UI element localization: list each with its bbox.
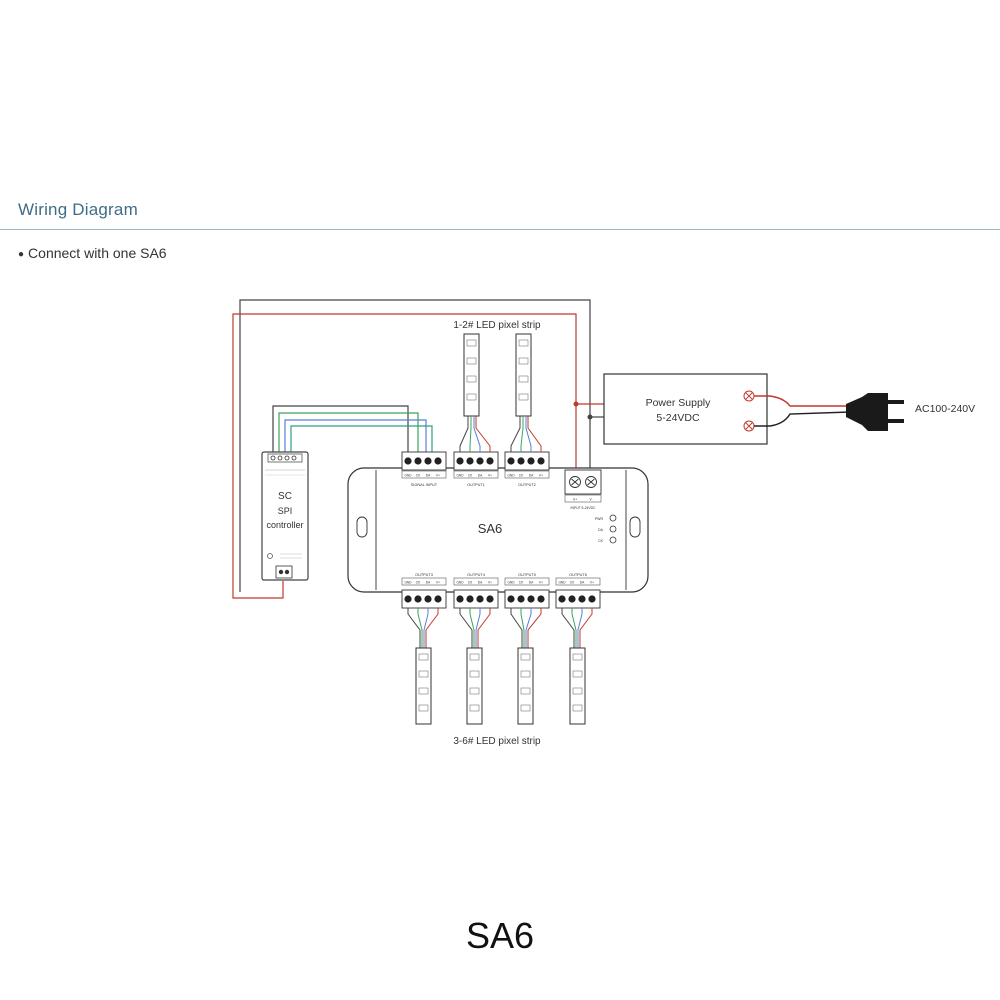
bullet-icon: ● — [18, 249, 25, 260]
ac-input-label: AC100-240V — [915, 403, 975, 415]
led-pwr-label: PWR — [595, 517, 604, 521]
power-wires — [232, 299, 591, 599]
signal-wires — [272, 405, 433, 456]
spi-controller: SC SPI controller — [261, 451, 309, 581]
output4-pin-v: V+ — [488, 581, 492, 585]
ac-plug-icon — [846, 393, 904, 431]
signal-input-pin-v: V+ — [436, 474, 440, 478]
output4-pin-gnd: GND — [456, 581, 464, 585]
terminal-output-1: GND CK DA V+ OUTPUT1 — [453, 451, 499, 487]
output2-pin-gnd: GND — [507, 474, 515, 478]
output5-pin-gnd: GND — [507, 581, 515, 585]
power-supply-voltage: 5-24VDC — [656, 412, 700, 424]
caption: SA6 — [465, 915, 535, 956]
mount-hole-left — [356, 516, 368, 538]
led-strip-1 — [459, 333, 491, 452]
output1-pin-gnd: GND — [456, 474, 464, 478]
signal-wire-green — [278, 412, 419, 456]
controller-led — [267, 553, 273, 559]
signal-input-pin-gnd: GND — [404, 474, 412, 478]
connection-note: ●Connect with one SA6 — [18, 245, 167, 261]
terminal-output-4: OUTPUT4 GND CK DA V+ — [453, 573, 499, 609]
terminal-signal-input: GND CK DA V+ SIGNAL INPUT — [401, 451, 447, 487]
ac-wire-live — [754, 395, 850, 407]
output3-pin-gnd: GND — [404, 581, 412, 585]
terminal-output-6: OUTPUT6 GND CK DA V+ — [555, 573, 601, 609]
output1-pin-da: DA — [478, 474, 483, 478]
terminal-power-input: V+ V- INPUT 5-24VDC — [564, 469, 602, 510]
top-strip-label: 1-2# LED pixel strip — [453, 320, 541, 331]
power-input-label: INPUT 5-24VDC — [571, 506, 597, 510]
controller-label-3: controller — [266, 520, 303, 530]
output1-pin-ck: CK — [468, 474, 473, 478]
sa6-device: SA6 PWR DA CK — [347, 467, 649, 593]
output6-pin-da: DA — [580, 581, 585, 585]
output2-pin-v: V+ — [539, 474, 543, 478]
ac-wires — [754, 395, 851, 427]
output6-pin-v: V+ — [590, 581, 594, 585]
output4-pin-da: DA — [478, 581, 483, 585]
led-strip-3 — [407, 608, 439, 725]
terminal-output-3: OUTPUT3 GND CK DA V+ — [401, 573, 447, 609]
red-power-wire — [232, 313, 577, 599]
output6-label: OUTPUT6 — [569, 573, 587, 577]
power-supply: Power Supply 5-24VDC — [603, 373, 768, 445]
output4-pin-ck: CK — [468, 581, 473, 585]
power-pin-vminus: V- — [589, 498, 592, 502]
device-label: SA6 — [478, 521, 503, 536]
output6-pin-ck: CK — [570, 581, 575, 585]
output4-label: OUTPUT4 — [467, 573, 485, 577]
signal-wire-teal — [290, 425, 433, 456]
output2-pin-ck: CK — [519, 474, 524, 478]
output3-pin-ck: CK — [416, 581, 421, 585]
bottom-strip-label: 3-6# LED pixel strip — [453, 736, 541, 747]
connection-note-text: Connect with one SA6 — [28, 245, 167, 261]
output5-label: OUTPUT5 — [518, 573, 536, 577]
output1-pin-v: V+ — [488, 474, 492, 478]
output5-pin-ck: CK — [519, 581, 524, 585]
led-da — [609, 525, 617, 533]
output3-pin-v: V+ — [436, 581, 440, 585]
terminal-output-5: OUTPUT5 GND CK DA V+ — [504, 573, 550, 609]
led-strip-4 — [459, 608, 491, 725]
output5-pin-v: V+ — [539, 581, 543, 585]
led-strip-6 — [561, 608, 593, 725]
title-divider — [0, 229, 1000, 230]
led-ck — [609, 536, 617, 544]
signal-wire-blue — [284, 419, 427, 456]
section-title: Wiring Diagram — [18, 200, 138, 219]
signal-input-pin-ck: CK — [416, 474, 421, 478]
led-da-label: DA — [598, 528, 604, 532]
output2-pin-da: DA — [529, 474, 534, 478]
mount-hole-right — [629, 516, 641, 538]
signal-wire-black — [272, 405, 409, 456]
signal-input-label: SIGNAL INPUT — [411, 483, 438, 487]
led-strip-5 — [510, 608, 542, 725]
terminal-output-2: GND CK DA V+ OUTPUT2 — [504, 451, 550, 487]
output1-label: OUTPUT1 — [467, 483, 485, 487]
controller-power-terminal — [275, 565, 293, 579]
black-power-wire — [239, 299, 591, 592]
led-ck-label: CK — [598, 539, 604, 543]
controller-label-2: SPI — [278, 506, 293, 516]
ac-wire-neutral — [754, 411, 851, 427]
controller-label-1: SC — [278, 491, 292, 502]
output2-label: OUTPUT2 — [518, 483, 536, 487]
led-strip-2 — [510, 333, 542, 452]
led-pwr — [609, 514, 617, 522]
output5-pin-da: DA — [529, 581, 534, 585]
output3-label: OUTPUT3 — [415, 573, 433, 577]
output6-pin-gnd: GND — [558, 581, 566, 585]
power-pin-vplus: V+ — [573, 498, 577, 502]
signal-input-pin-da: DA — [426, 474, 431, 478]
power-supply-label: Power Supply — [646, 397, 712, 409]
output3-pin-da: DA — [426, 581, 431, 585]
